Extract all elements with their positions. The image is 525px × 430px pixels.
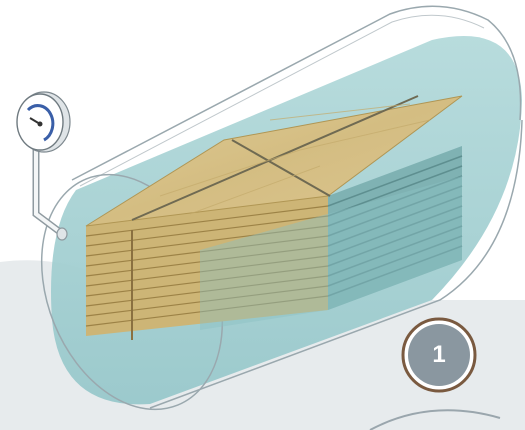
gauge-hub [38,122,43,127]
gauge-pipe-inner [36,142,60,232]
step-number-badge [403,319,475,391]
gauge-pipe-opening [57,228,67,240]
